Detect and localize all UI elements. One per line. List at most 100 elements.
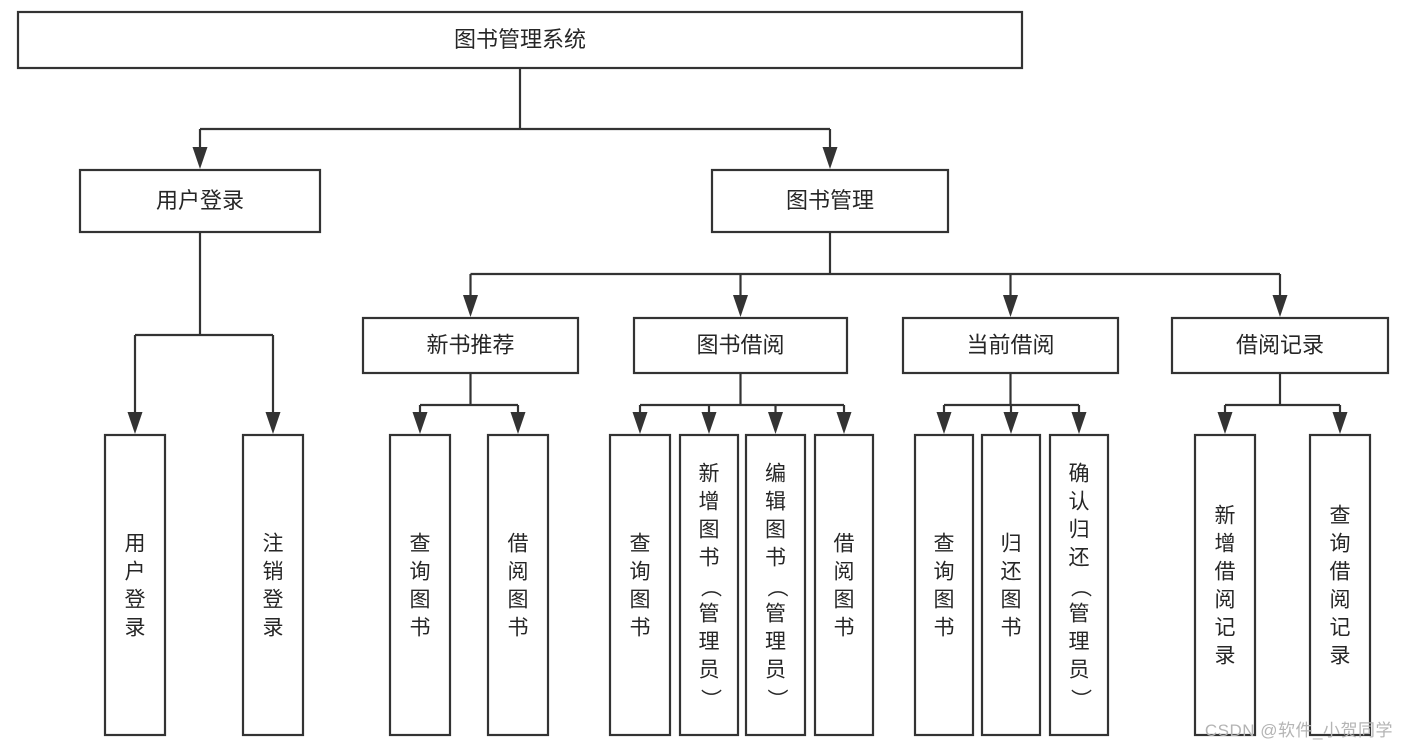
node-label-leaf-user-login: 户 <box>125 561 146 584</box>
node-label-leaf-add-book: 管 <box>699 603 720 626</box>
node-label-leaf-add-book: （ <box>698 577 721 598</box>
node-label-leaf-borrow-book-2: 阅 <box>834 561 855 584</box>
node-book-manage: 图书管理 <box>710 168 950 234</box>
node-box-leaf-return-book <box>980 433 1042 737</box>
node-box-new-book-rec <box>361 316 580 375</box>
node-box-book-borrow <box>632 316 849 375</box>
node-label-leaf-confirm-return: 理 <box>1069 631 1090 654</box>
node-label-leaf-query-book-2: 书 <box>630 617 651 640</box>
node-label-leaf-query-record: 录 <box>1330 645 1351 668</box>
node-label-leaf-query-record: 查 <box>1330 505 1351 528</box>
node-box-leaf-add-record <box>1193 433 1257 737</box>
node-label-leaf-logout: 注 <box>263 533 284 556</box>
node-label-leaf-add-book: 员 <box>699 659 720 682</box>
node-label-leaf-edit-book: ） <box>765 689 788 710</box>
node-box-leaf-user-login <box>103 433 167 737</box>
node-box-leaf-add-book <box>678 433 740 737</box>
node-label-leaf-borrow-book-2: 借 <box>834 533 855 556</box>
node-label-leaf-add-book: 书 <box>699 547 720 570</box>
node-box-leaf-borrow-book-1 <box>486 433 550 737</box>
node-box-leaf-query-book-1 <box>388 433 452 737</box>
node-label-leaf-query-record: 阅 <box>1330 589 1351 612</box>
node-label-leaf-borrow-book-1: 图 <box>508 589 529 612</box>
node-label-leaf-edit-book: （ <box>765 577 788 598</box>
node-label-leaf-edit-book: 书 <box>765 547 786 570</box>
node-label-leaf-query-record: 询 <box>1330 533 1351 556</box>
node-label-leaf-add-record: 记 <box>1215 617 1236 640</box>
node-label-leaf-logout: 录 <box>263 617 284 640</box>
node-label-leaf-add-book: 新 <box>699 463 720 486</box>
node-label-leaf-add-book: ） <box>698 689 721 710</box>
node-label-leaf-add-book: 增 <box>699 491 720 514</box>
node-user-login: 用户登录 <box>78 168 322 234</box>
node-label-leaf-logout: 登 <box>263 589 284 612</box>
node-label-leaf-user-login: 录 <box>125 617 146 640</box>
node-label-leaf-edit-book: 编 <box>765 463 786 486</box>
node-label-leaf-borrow-book-1: 借 <box>508 533 529 556</box>
node-label-leaf-edit-book: 员 <box>765 659 786 682</box>
node-label-leaf-query-book-1: 查 <box>410 533 431 556</box>
node-label-leaf-return-book: 图 <box>1001 589 1022 612</box>
node-label-current-borrow: 当前借阅 <box>966 332 1054 357</box>
node-new-book-rec: 新书推荐 <box>361 316 580 375</box>
node-label-leaf-query-book-1: 书 <box>410 617 431 640</box>
node-box-book-manage <box>710 168 950 234</box>
node-label-leaf-add-book: 理 <box>699 631 720 654</box>
node-label-leaf-query-record: 记 <box>1330 617 1351 640</box>
node-label-leaf-add-book: 图 <box>699 519 720 542</box>
node-label-leaf-borrow-book-2: 书 <box>834 617 855 640</box>
node-box-leaf-query-record <box>1308 433 1372 737</box>
node-label-leaf-query-book-3: 图 <box>934 589 955 612</box>
node-label-leaf-confirm-return: 员 <box>1069 659 1090 682</box>
node-label-new-book-rec: 新书推荐 <box>426 332 514 357</box>
node-label-leaf-return-book: 归 <box>1001 533 1022 556</box>
node-label-leaf-confirm-return: ） <box>1068 689 1091 710</box>
node-leaf-user-login: 用户登录 <box>103 433 167 737</box>
node-label-book-manage: 图书管理 <box>786 188 874 213</box>
node-label-leaf-borrow-book-1: 阅 <box>508 561 529 584</box>
node-label-leaf-edit-book: 理 <box>765 631 786 654</box>
node-label-leaf-confirm-return: 认 <box>1069 491 1090 514</box>
node-current-borrow: 当前借阅 <box>901 316 1120 375</box>
node-label-borrow-record: 借阅记录 <box>1236 332 1324 357</box>
node-label-leaf-user-login: 登 <box>125 589 146 612</box>
node-label-leaf-query-book-2: 询 <box>630 561 651 584</box>
node-label-leaf-borrow-book-1: 书 <box>508 617 529 640</box>
node-label-leaf-query-book-3: 询 <box>934 561 955 584</box>
node-label-book-borrow: 图书借阅 <box>696 332 784 357</box>
node-label-leaf-query-record: 借 <box>1330 561 1351 584</box>
node-label-leaf-confirm-return: （ <box>1068 577 1091 598</box>
node-label-leaf-query-book-1: 图 <box>410 589 431 612</box>
node-box-leaf-query-book-2 <box>608 433 672 737</box>
node-box-leaf-borrow-book-2 <box>813 433 875 737</box>
node-label-leaf-edit-book: 管 <box>765 603 786 626</box>
node-label-leaf-confirm-return: 管 <box>1069 603 1090 626</box>
node-label-leaf-confirm-return: 还 <box>1069 547 1090 570</box>
node-box-borrow-record <box>1170 316 1390 375</box>
node-label-leaf-add-record: 阅 <box>1215 589 1236 612</box>
node-label-leaf-query-book-3: 书 <box>934 617 955 640</box>
node-label-user-login: 用户登录 <box>156 188 244 213</box>
node-label-leaf-add-record: 借 <box>1215 561 1236 584</box>
node-label-leaf-add-record: 增 <box>1215 533 1236 556</box>
node-label-leaf-query-book-2: 查 <box>630 533 651 556</box>
node-label-leaf-logout: 销 <box>263 561 284 584</box>
node-label-leaf-edit-book: 辑 <box>765 491 786 514</box>
node-label-leaf-query-book-2: 图 <box>630 589 651 612</box>
node-book-borrow: 图书借阅 <box>632 316 849 375</box>
node-label-leaf-return-book: 书 <box>1001 617 1022 640</box>
node-root: 图书管理系统 <box>16 10 1024 70</box>
node-label-leaf-borrow-book-2: 图 <box>834 589 855 612</box>
node-box-leaf-logout <box>241 433 305 737</box>
node-box-leaf-query-book-3 <box>913 433 975 737</box>
